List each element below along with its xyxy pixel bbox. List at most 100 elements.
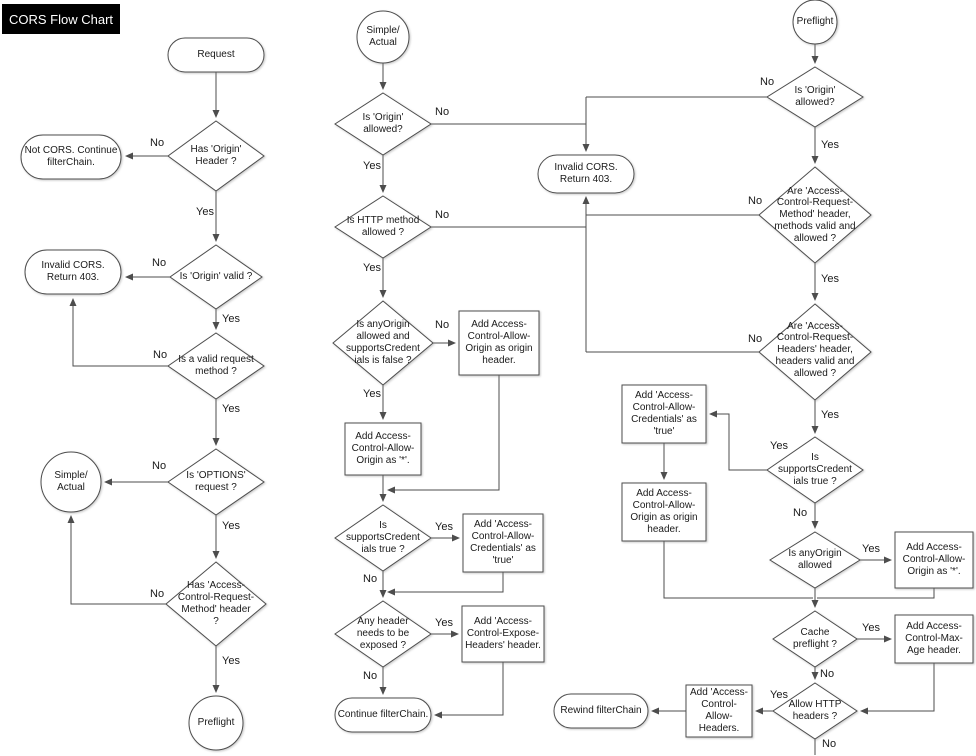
decision-supports-cred-mid [334, 504, 432, 572]
terminator-request [167, 37, 265, 73]
label-add-aceh: Add 'Access- Control-Expose- Headers' he… [465, 616, 541, 651]
decision-cache-preflight [772, 610, 858, 668]
terminator-rewind [553, 693, 649, 729]
edge-supports-right-yes [709, 410, 767, 471]
terminator-continue [334, 697, 432, 733]
edge-label-no: No [435, 319, 450, 331]
edge-label-yes: Yes [821, 273, 839, 285]
decision-options-request [167, 448, 265, 516]
label-not-cors: Not CORS. Continue filterChain. [24, 145, 118, 168]
edge-label-no: No [748, 333, 763, 345]
edge-label-no: No [793, 507, 808, 519]
shapes [20, 0, 974, 751]
edge-label-yes: Yes [435, 521, 453, 533]
edge-label-no: No [435, 106, 450, 118]
label-any-header: Any header needs to be exposed ? [356, 616, 410, 651]
label-add-acao-star-mid: Add Access- Control-Allow- Origin as '*'… [351, 431, 415, 466]
edge-label-yes: Yes [770, 689, 788, 701]
process-add-allow-headers [685, 684, 753, 738]
edge-label-no: No [363, 573, 378, 585]
edge-star-right-join [817, 588, 935, 599]
connector-preflight-right [792, 0, 838, 45]
label-origin-allowed-mid: Is 'Origin' allowed? [362, 112, 404, 135]
connector-simple-actual-left [40, 451, 102, 513]
edge-label-no: No [748, 195, 763, 207]
process-add-acao-origin-right [621, 482, 707, 542]
label-origin-allowed-right: Is 'Origin' allowed? [794, 85, 836, 108]
process-add-acac-right [621, 384, 707, 444]
connector-preflight-left [188, 695, 244, 751]
process-add-acao-origin-mid [458, 310, 540, 376]
edge-label-no: No [150, 137, 165, 149]
label-add-allow-headers: Add 'Access- Control- Allow- Headers. [689, 687, 749, 734]
edge-aceh-join [434, 662, 504, 719]
edge-label-no: No [152, 257, 167, 269]
edge-label-no: No [363, 670, 378, 682]
edge-valid-method-no [69, 298, 168, 367]
decision-valid-method [167, 332, 265, 400]
edge-label-no: No [760, 76, 775, 88]
decision-any-header [334, 600, 432, 668]
decision-origin-allowed-right [766, 66, 864, 128]
process-add-aceh [461, 605, 545, 663]
label-acrh-valid: Are 'Access- Control-Request- Headers' h… [775, 320, 855, 379]
label-add-max-age: Add Access- Control-Max- Age header. [905, 621, 963, 656]
process-add-acao-star-mid [344, 422, 422, 476]
edge-label-yes: Yes [363, 262, 381, 274]
decision-has-acrm [165, 561, 267, 647]
label-supports-cred-right: Is supportsCredent ials true ? [778, 452, 852, 487]
label-anyorigin-right: Is anyOrigin allowed [788, 548, 842, 571]
label-request: Request [197, 49, 235, 61]
label-preflight-left: Preflight [197, 717, 235, 729]
edge-label-yes: Yes [222, 403, 240, 415]
label-origin-valid: Is 'Origin' valid ? [179, 271, 253, 283]
decision-has-origin [167, 120, 265, 192]
edge-label-no: No [435, 209, 450, 221]
edge-label-yes: Yes [363, 160, 381, 172]
decision-supports-cred-right [766, 436, 864, 504]
label-preflight-right: Preflight [796, 16, 834, 28]
label-valid-method: Is a valid request method ? [178, 354, 254, 377]
edge-label-yes: Yes [862, 622, 880, 634]
edge-label-yes: Yes [222, 520, 240, 532]
label-has-origin: Has 'Origin' Header ? [190, 144, 242, 167]
decision-origin-valid [169, 244, 263, 310]
edge-acac-mid-join [387, 572, 504, 596]
label-add-acao-star-right: Add Access- Control-Allow- Origin as '*'… [902, 542, 966, 577]
edge-label-no: No [152, 460, 167, 472]
label-add-acac-mid: Add 'Access- Control-Allow- Credentials'… [470, 519, 536, 566]
label-invalid-cors-left: Invalid CORS. Return 403. [41, 260, 105, 283]
process-add-max-age [894, 614, 974, 664]
decision-anyorigin-mid [332, 300, 434, 386]
edge-label-yes: Yes [222, 313, 240, 325]
label-add-acao-origin-mid: Add Access- Control-Allow- Origin as ori… [465, 319, 533, 366]
edge-label-yes: Yes [821, 139, 839, 151]
edge-label-yes: Yes [196, 206, 214, 218]
decision-http-method [334, 195, 432, 259]
decision-acrm-valid [758, 166, 872, 264]
terminator-invalid-cors-mid [537, 154, 635, 194]
process-add-acao-star-right [894, 531, 974, 589]
label-add-acao-origin-right: Add Access- Control-Allow- Origin as ori… [630, 488, 698, 535]
label-anyorigin-mid: Is anyOrigin allowed and supportsCredent… [346, 319, 420, 366]
edge-label-yes: Yes [862, 543, 880, 555]
edge-label-yes: Yes [821, 409, 839, 421]
edge-label-yes: Yes [363, 388, 381, 400]
edge-label-no: No [150, 588, 165, 600]
process-add-acac-mid [462, 513, 544, 573]
terminator-invalid-cors-left [24, 249, 122, 295]
edge-label-yes: Yes [770, 440, 788, 452]
label-acrm-valid: Are 'Access- Control-Request- Method' he… [774, 185, 856, 244]
label-allow-http: Allow HTTP headers ? [788, 699, 842, 722]
edge-acao-origin-right-join [663, 541, 813, 599]
decision-allow-http [772, 682, 858, 740]
decision-acrh-valid [758, 303, 872, 401]
decision-origin-allowed-mid [334, 92, 432, 156]
label-options-request: Is 'OPTIONS' request ? [186, 470, 246, 493]
label-add-acac-right: Add 'Access- Control-Allow- Credentials'… [631, 390, 697, 437]
label-http-method: Is HTTP method allowed ? [346, 215, 420, 238]
label-supports-cred-mid: Is supportsCredent ials true ? [346, 520, 420, 555]
label-invalid-cors-mid: Invalid CORS. Return 403. [554, 162, 618, 185]
edge-label-no: No [822, 738, 837, 750]
